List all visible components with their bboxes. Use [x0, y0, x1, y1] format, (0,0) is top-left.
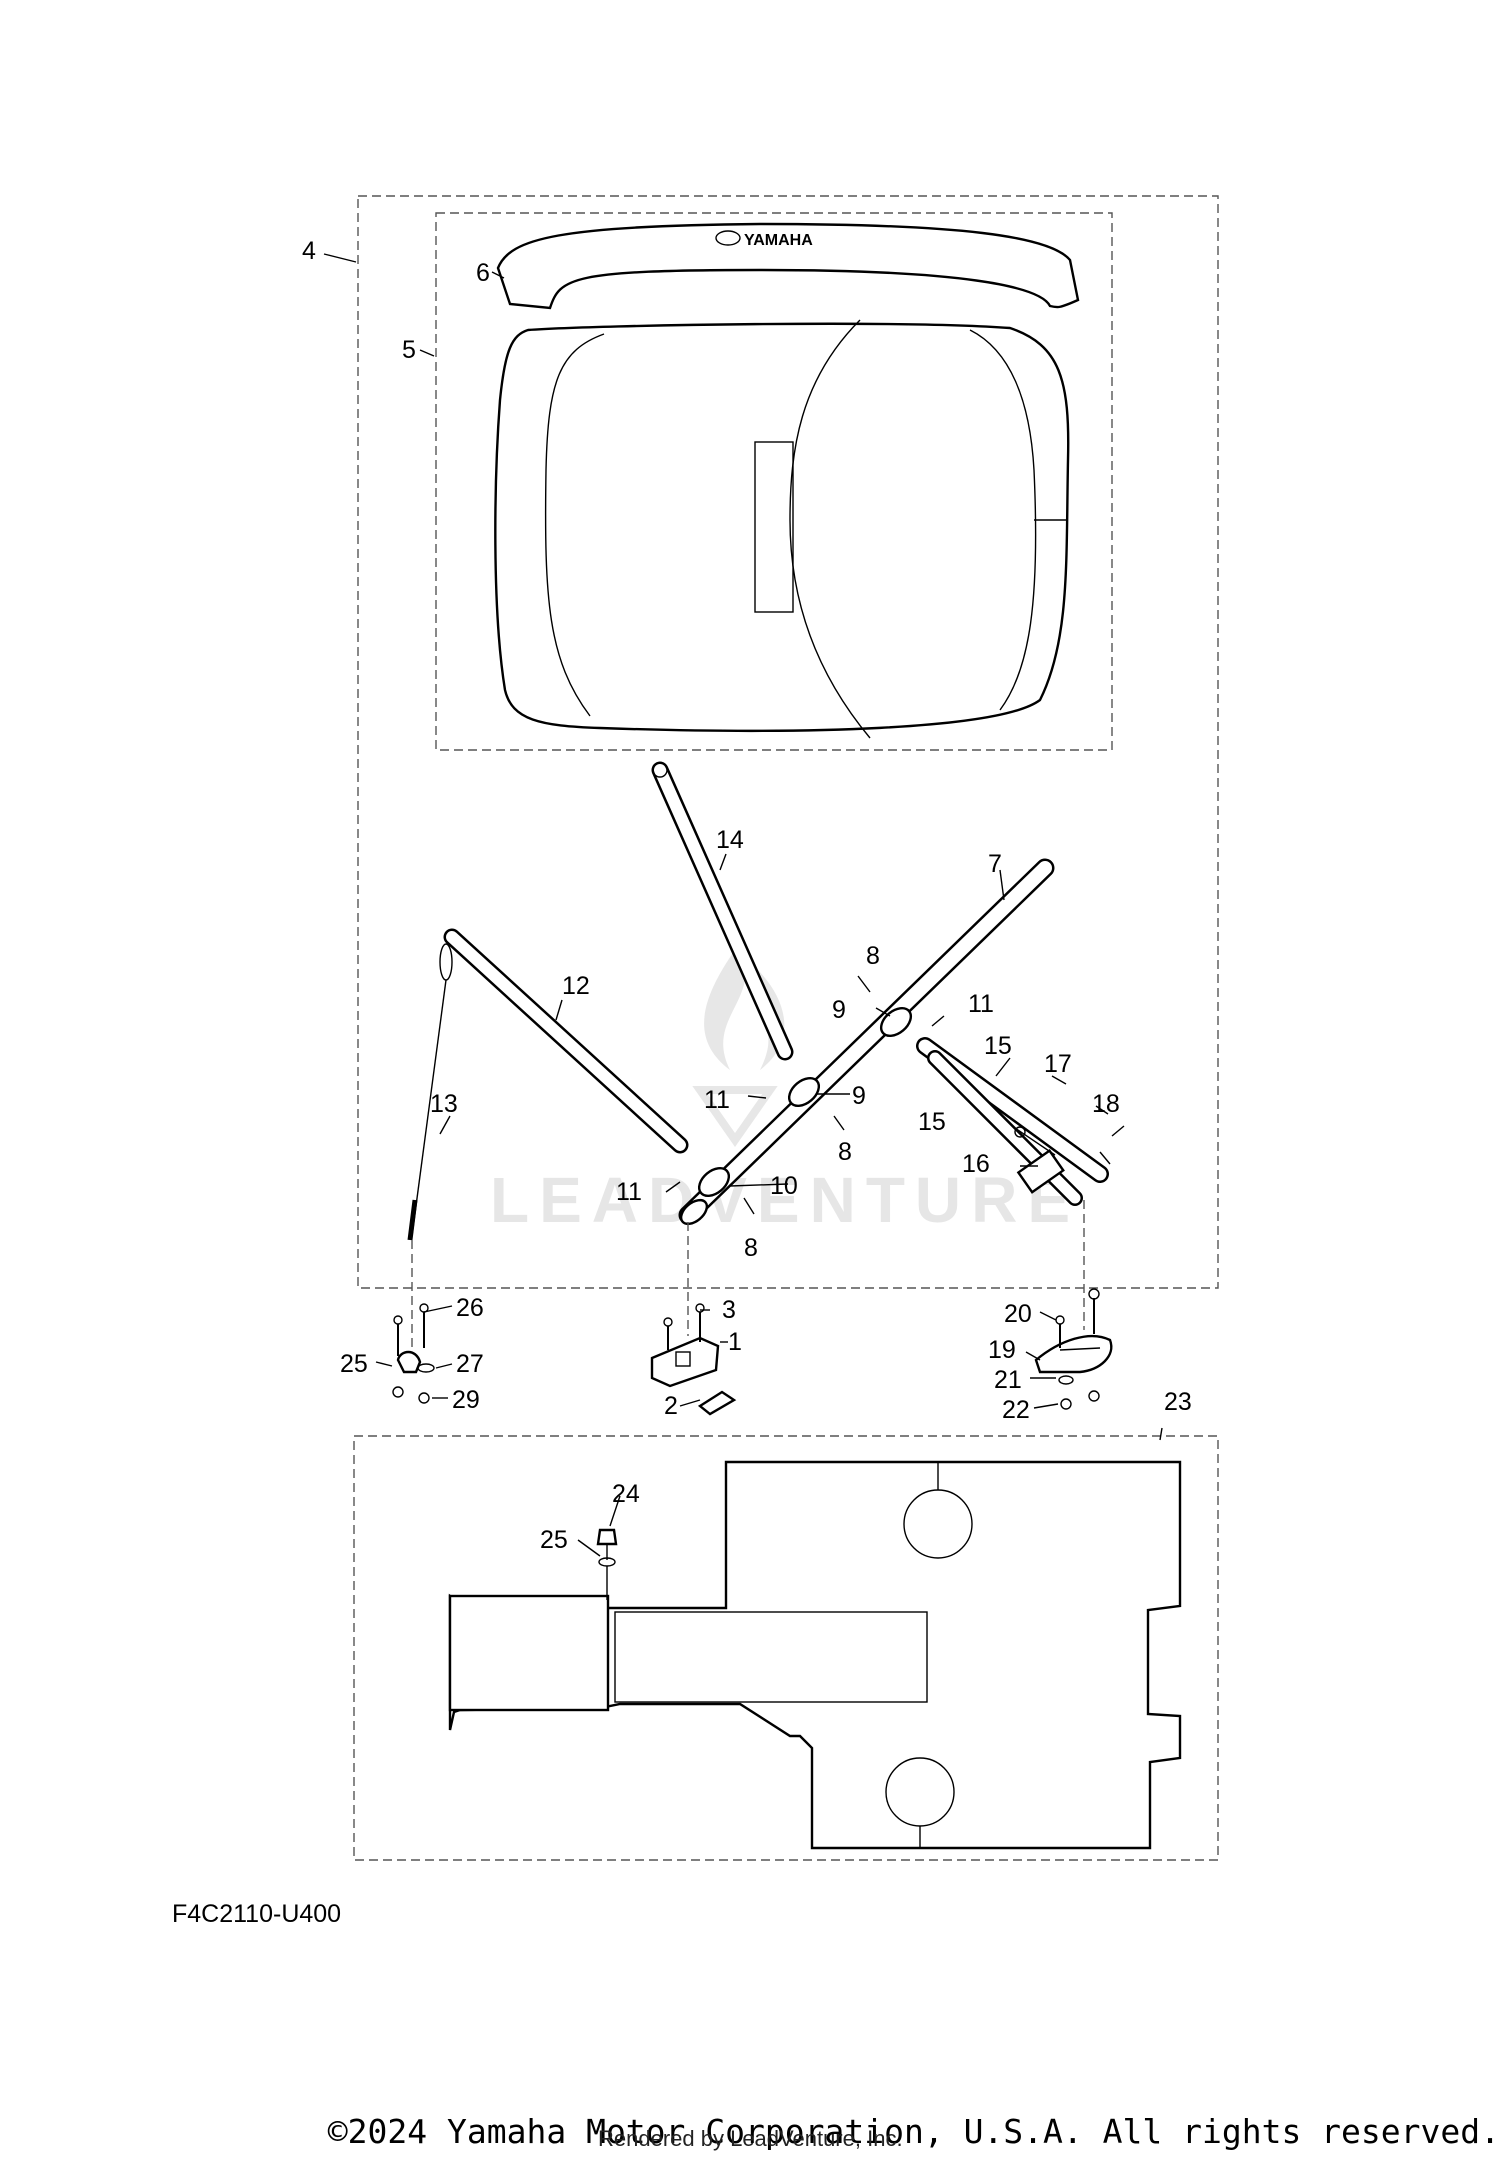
part-24-clip: [596, 1528, 618, 1560]
callout-14: 14: [716, 826, 744, 854]
callout-19: 19: [988, 1336, 1016, 1364]
part-23-floor-mat: [448, 1460, 1182, 1850]
callout-1: 1: [728, 1328, 742, 1356]
callout-6: 6: [476, 259, 490, 287]
callout-9-b: 9: [852, 1082, 866, 1110]
callout-25: 25: [540, 1526, 568, 1554]
callout-3: 3: [722, 1296, 736, 1324]
callout-22: 22: [1002, 1396, 1030, 1424]
copyright-notice: ©2024 Yamaha Motor Corporation, U.S.A. A…: [327, 2112, 1500, 2151]
callout-15-a: 15: [984, 1032, 1012, 1060]
part-19-plate: [1034, 1334, 1113, 1374]
callout-2: 2: [664, 1392, 678, 1420]
callout-28: 27: [456, 1350, 484, 1378]
group-box-5: [435, 212, 1113, 751]
callout-27: 26: [456, 1294, 484, 1322]
callout-12: 12: [562, 972, 590, 1000]
part-12-rod: [443, 928, 689, 1154]
group-box-4: [357, 195, 1219, 1289]
part-6-bolster: YAMAHA: [496, 222, 1080, 310]
callout-11-c: 11: [616, 1178, 642, 1206]
callout-18: 18: [1092, 1090, 1120, 1118]
part-13-stay: [407, 943, 453, 1241]
part-14-rod: [651, 761, 794, 1061]
callout-24: 24: [612, 1480, 640, 1508]
rendered-by-notice: Rendered by LeadVenture, Inc.: [598, 2126, 903, 2151]
callout-10: 10: [770, 1172, 798, 1200]
callout-29: 29: [452, 1386, 480, 1414]
callout-numbers: 4 6 5 14 7 8 11 9 12 15 17 9 11 18 13 15…: [302, 237, 1192, 1554]
callout-21: 21: [994, 1366, 1022, 1394]
callout-20: 20: [1004, 1300, 1032, 1328]
callout-16: 16: [962, 1150, 990, 1178]
callout-17: 17: [1044, 1050, 1072, 1078]
callout-8-c: 8: [744, 1234, 758, 1262]
callout-13: 13: [430, 1090, 458, 1118]
part-5-mat: [494, 319, 1070, 739]
callout-11-a: 11: [968, 990, 994, 1018]
part-1-bracket: [650, 1336, 720, 1388]
callout-11-b: 11: [704, 1086, 730, 1114]
leader-lines: [323, 253, 1163, 1557]
part-7-rod: [678, 858, 1055, 1225]
callout-7: 7: [988, 850, 1002, 878]
part-25-washer: [598, 1557, 616, 1600]
watermark-text: LEADVENTURE: [490, 1164, 1080, 1236]
callout-8-b: 8: [838, 1138, 852, 1166]
brand-text: YAMAHA: [744, 232, 813, 249]
part-screws: [665, 975, 1125, 1215]
callout-23: 23: [1164, 1388, 1192, 1416]
part-2-clip: [697, 1390, 737, 1416]
callout-8-a: 8: [866, 942, 880, 970]
callout-9-a: 9: [832, 996, 846, 1024]
callout-15-b: 15: [918, 1108, 946, 1136]
watermark-flame-logo-icon: [692, 950, 785, 1147]
callout-5: 5: [402, 336, 416, 364]
part-fasteners: [392, 1288, 1100, 1410]
callout-4: 4: [302, 237, 316, 265]
diagram-code: F4C2110-U400: [172, 1900, 342, 1928]
callout-26: 25: [340, 1350, 368, 1378]
